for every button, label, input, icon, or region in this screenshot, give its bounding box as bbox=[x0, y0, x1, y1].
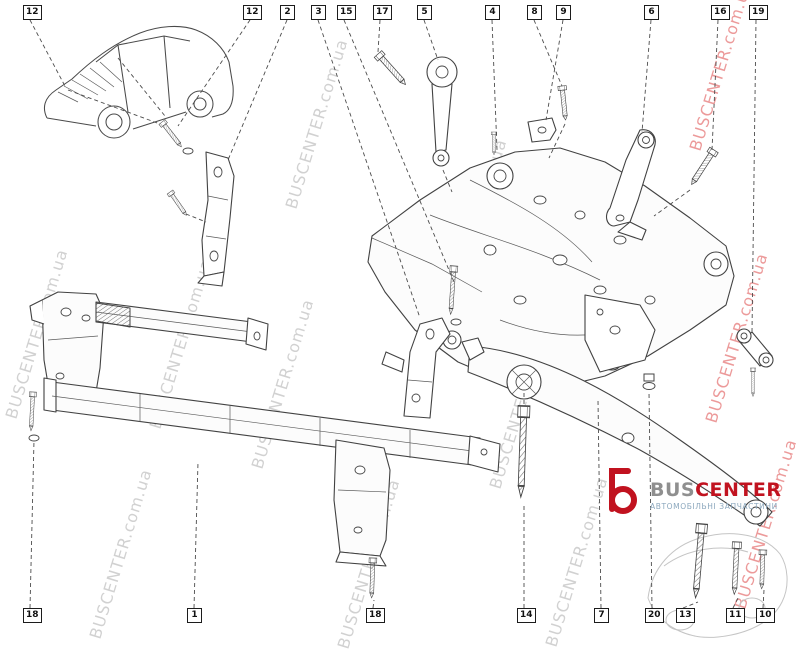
bolt-13 bbox=[689, 522, 709, 599]
bolt-19 bbox=[750, 367, 756, 397]
part-bracket-3 bbox=[381, 317, 451, 419]
washer-20 bbox=[642, 382, 656, 390]
bolt-17 bbox=[373, 50, 410, 89]
callout-box: 7 bbox=[594, 608, 609, 623]
watermark-text-red: BUSCENTER.com.ua bbox=[686, 0, 756, 153]
callout-box: 6 bbox=[644, 5, 659, 20]
washer-15 bbox=[450, 318, 462, 326]
washer-12 bbox=[182, 147, 194, 155]
callout-box: 11 bbox=[726, 608, 745, 623]
bolt-8 bbox=[557, 85, 571, 121]
part-clip-9 bbox=[527, 117, 557, 143]
logo-brand: BUSCENTER bbox=[650, 480, 782, 500]
buscenter-logo: BUSCENTER АВТОМОБІЛЬНІ ЗАПЧАСТИНИ bbox=[606, 468, 782, 518]
logo-brand-center: CENTER bbox=[695, 479, 782, 501]
watermark-text-red: BUSCENTER.com.ua bbox=[731, 437, 800, 612]
callout-box: 9 bbox=[556, 5, 571, 20]
logo-brand-bus: BUS bbox=[650, 479, 696, 501]
callout-box: 12 bbox=[243, 5, 262, 20]
callout-box: 19 bbox=[749, 5, 768, 20]
vehicle-sketch bbox=[43, 25, 234, 139]
callout-box: 17 bbox=[373, 5, 392, 20]
part-lower-arm-7 bbox=[461, 337, 773, 527]
callout-box: 14 bbox=[517, 608, 536, 623]
bolt-2 bbox=[166, 189, 190, 218]
callout-box: 5 bbox=[417, 5, 432, 20]
callout-box: 18 bbox=[366, 608, 385, 623]
callout-box: 13 bbox=[676, 608, 695, 623]
callout-box: 18 bbox=[23, 608, 42, 623]
buscenter-logo-icon bbox=[606, 468, 642, 518]
bolt-18-left bbox=[27, 391, 37, 432]
callout-box: 3 bbox=[311, 5, 326, 20]
callout-box: 2 bbox=[280, 5, 295, 20]
callout-box: 4 bbox=[485, 5, 500, 20]
part-bracket-2 bbox=[197, 151, 235, 287]
nut-20 bbox=[643, 373, 655, 382]
callout-box: 12 bbox=[23, 5, 42, 20]
callout-box: 20 bbox=[645, 608, 664, 623]
callout-box: 10 bbox=[756, 608, 775, 623]
callout-box: 1 bbox=[187, 608, 202, 623]
logo-tagline: АВТОМОБІЛЬНІ ЗАПЧАСТИНИ bbox=[650, 502, 778, 511]
part-front-crossmember bbox=[29, 291, 501, 567]
leader-lines bbox=[29, 19, 765, 609]
part-bracket-6 bbox=[605, 129, 656, 241]
part-subframe bbox=[367, 147, 735, 389]
callout-box: 15 bbox=[337, 5, 356, 20]
callout-box: 16 bbox=[711, 5, 730, 20]
watermark-text: BUSCENTER.com.ua bbox=[282, 37, 352, 212]
part-link-5 bbox=[426, 56, 458, 167]
watermark-text: BUSCENTER.com.ua bbox=[86, 467, 156, 642]
part-link-19 bbox=[736, 328, 774, 368]
bolt-12 bbox=[158, 119, 185, 150]
callout-box: 8 bbox=[527, 5, 542, 20]
washer-18-left bbox=[28, 434, 40, 442]
